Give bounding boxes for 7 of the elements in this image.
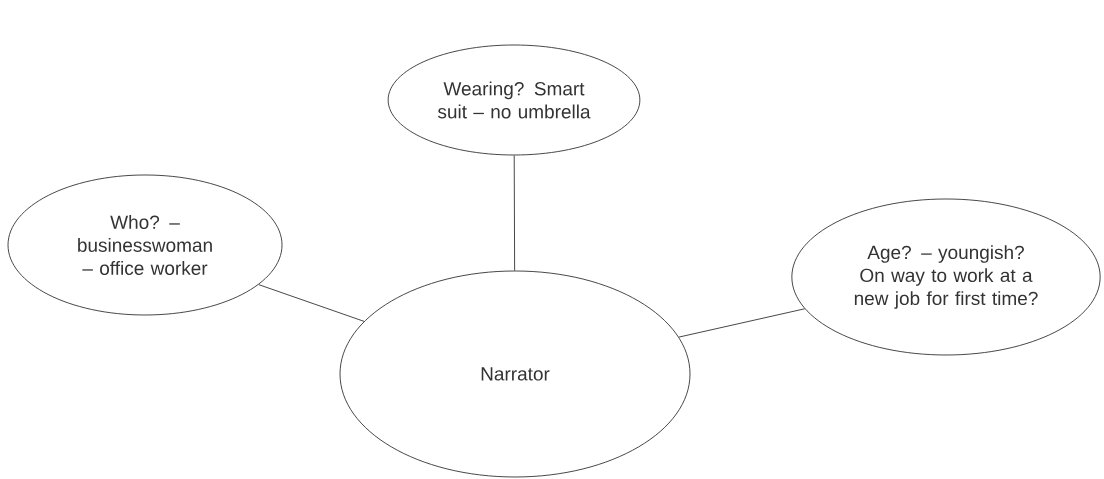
connector-line xyxy=(678,308,806,338)
ellipse-node: Age? – youngish? On way to work at a new job for first time? xyxy=(791,198,1101,356)
ellipse-node: Who? – businesswoman – office worker xyxy=(7,174,283,316)
connector-line xyxy=(258,284,365,322)
ellipse-node: Wearing? Smart suit – no umbrella xyxy=(387,44,641,156)
ellipse-node: Narrator xyxy=(339,270,691,478)
connector-line xyxy=(513,155,516,271)
